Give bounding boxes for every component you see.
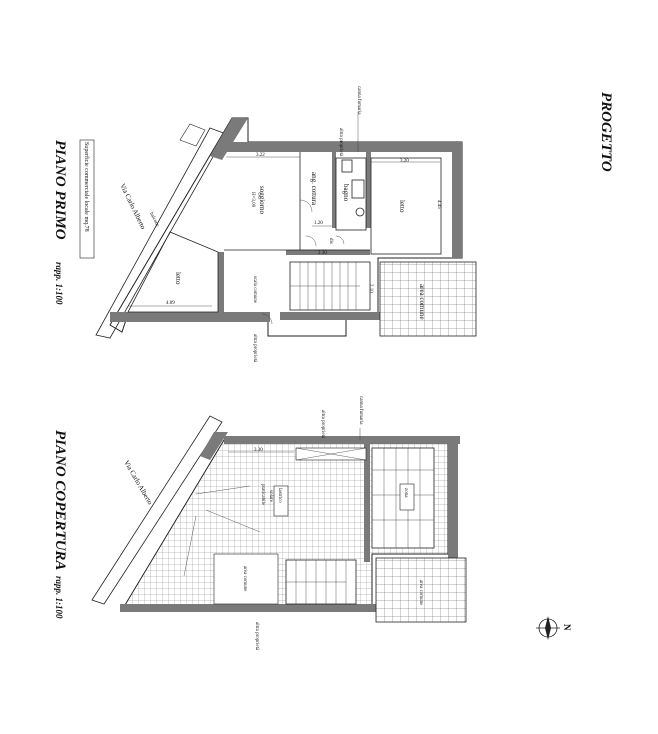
- bagno-room: [335, 157, 367, 231]
- dis-label: dis: [328, 238, 333, 244]
- lower-street-strip: [91, 415, 223, 605]
- upper-plan-scale: rapp. 1:100: [54, 262, 64, 305]
- letto-left-room: [127, 231, 219, 313]
- lower-note-1: lastrico: [277, 488, 282, 503]
- area-comune-terrace: [379, 261, 477, 337]
- canna-fumaria-note: canna fumaria: [356, 86, 361, 115]
- altra-proprieta-top: altra proprietà: [338, 128, 343, 157]
- balcony-strip: [95, 127, 227, 339]
- lower-altra-proprieta-bottom: altra proprietà: [254, 622, 259, 651]
- altra-proprieta-bottom: altra proprietà: [252, 334, 257, 363]
- dim-1: 3.22: [256, 153, 265, 158]
- wall-bottom-left: [110, 312, 270, 322]
- upper-balcony: balcone: [148, 212, 160, 229]
- wall-right: [452, 142, 462, 258]
- lower-area-comune-label: area comune: [242, 566, 247, 592]
- upper-street: Via Carlo Alberto: [118, 182, 147, 231]
- wall-bottom-mid: [280, 312, 380, 320]
- soggiorno-height: H=3,00: [250, 192, 255, 208]
- soggiorno-label: soggiorno: [258, 186, 266, 215]
- lower-plan-title: PIANO COPERTURA: [52, 430, 68, 570]
- dim-4: 2.30: [318, 251, 327, 256]
- surface-note-box: [79, 139, 95, 259]
- lower-plan-scale: rapp. 1:100: [54, 576, 64, 619]
- wall-corner: [210, 118, 248, 160]
- dim-5: 4.45: [436, 200, 441, 209]
- lower-note-4: zona: [403, 488, 408, 498]
- lower-area-comune-right-label: area comune: [418, 580, 423, 606]
- lower-plan: 3.30 PIANO COPERTURA rapp. 1:100 Via Car…: [52, 396, 467, 651]
- lower-area-comune-terrace: [375, 557, 467, 623]
- lower-street: Via Carlo Alberto: [122, 459, 154, 507]
- upper-plan: PIANO PRIMO rapp. 1:100 Superficie comme…: [52, 86, 477, 363]
- letto-right-room: [370, 157, 442, 255]
- lower-area-comune: [213, 553, 279, 605]
- surface-note: Superficie commerciale locale mq.78: [83, 142, 90, 232]
- lower-altra-proprieta-top: altra proprietà: [320, 410, 325, 439]
- lower-dim-1: 3.30: [254, 448, 263, 453]
- upper-plan-title: PIANO PRIMO: [52, 140, 68, 240]
- dim-3: 1.20: [314, 221, 323, 226]
- north-label: N: [562, 624, 572, 631]
- north-arrow: N: [536, 616, 572, 640]
- scala-comune-label: scala comune: [252, 276, 257, 304]
- lower-note-2: solare: [268, 490, 273, 503]
- letto-left-label: letto: [174, 272, 182, 285]
- dim-6: 4.09: [166, 301, 175, 306]
- letto-right-label: letto: [398, 200, 406, 213]
- dim-2: 3.20: [400, 159, 409, 164]
- wall-top: [222, 142, 462, 152]
- area-comune-label: area comune: [418, 284, 426, 320]
- bagno-label: bagno: [342, 184, 350, 202]
- dim-7: 2.10: [368, 284, 373, 293]
- lower-note-3: praticabile: [260, 484, 265, 506]
- lower-canna-fumaria-note: canna fumaria: [358, 396, 363, 425]
- ang-cottura-label: ang. cottura: [310, 172, 318, 206]
- sheet-title: PROGETTO: [598, 92, 614, 172]
